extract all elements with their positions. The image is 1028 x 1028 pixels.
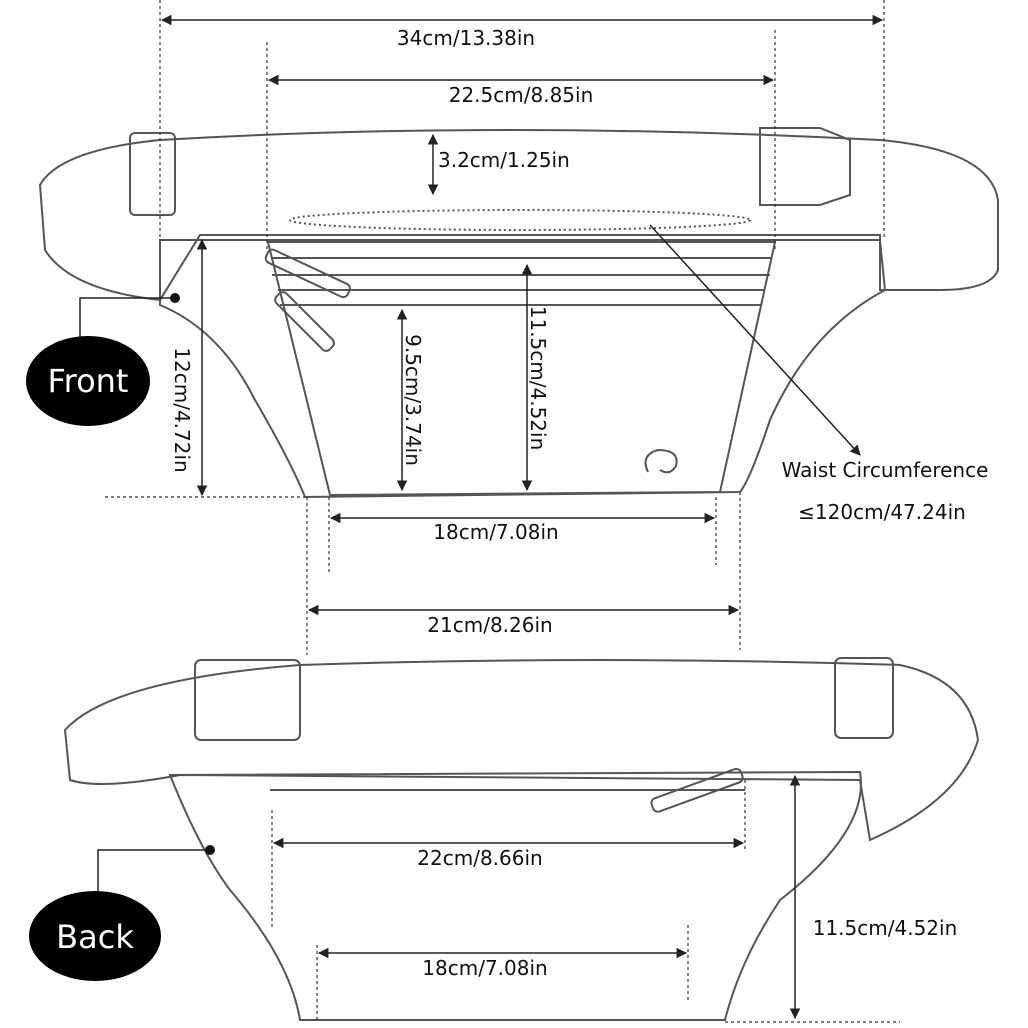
front-buckle-right	[759, 127, 851, 206]
back-top-width-label: 22cm/8.66in	[417, 846, 542, 870]
front-zipper-pull-1	[264, 248, 351, 299]
waist-circumference-label: Waist Circumference	[782, 458, 989, 482]
back-height-label: 11.5cm/4.52in	[813, 916, 958, 940]
back-buckle-left	[194, 659, 301, 741]
inner-pocket-height-label: 9.5cm/3.74in	[401, 334, 425, 466]
front-tag-bg	[26, 336, 150, 426]
front-pouch	[159, 239, 887, 499]
front-reflective-strip	[289, 209, 751, 231]
front-bottom-width-label: 21cm/8.26in	[427, 613, 552, 637]
back-bottom-width-label: 18cm/7.08in	[422, 956, 547, 980]
front-panel	[266, 241, 777, 497]
back-strap	[63, 659, 980, 842]
side-height-label: 12cm/4.72in	[170, 347, 194, 472]
zip-width-label: 22.5cm/8.85in	[449, 83, 594, 107]
waist-circumference-value: ≤120cm/47.24in	[798, 500, 966, 524]
front-bag-illustration	[38, 127, 999, 499]
front-zipper-1	[272, 257, 772, 276]
front-zipper-pull-2	[274, 291, 335, 352]
pocket-height-label: 11.5cm/4.52in	[526, 306, 550, 451]
back-dimension-lines	[97, 774, 900, 1023]
front-tag: Front	[48, 362, 129, 400]
front-buckle-left	[129, 132, 176, 216]
back-tag-bg	[29, 891, 161, 981]
back-slider-right	[834, 657, 894, 739]
front-bottom-inner-width-label: 18cm/7.08in	[433, 520, 558, 544]
back-bag-illustration	[63, 657, 980, 1021]
front-dimension-lines	[79, 0, 885, 655]
front-zipper-2	[278, 289, 765, 306]
back-tag: Back	[56, 918, 134, 956]
overall-width-label: 34cm/13.38in	[397, 26, 535, 50]
back-pouch	[168, 770, 862, 1021]
back-zipper-pull	[650, 767, 744, 813]
strap-width-label: 3.2cm/1.25in	[438, 148, 570, 172]
front-logo-icon	[644, 448, 678, 474]
